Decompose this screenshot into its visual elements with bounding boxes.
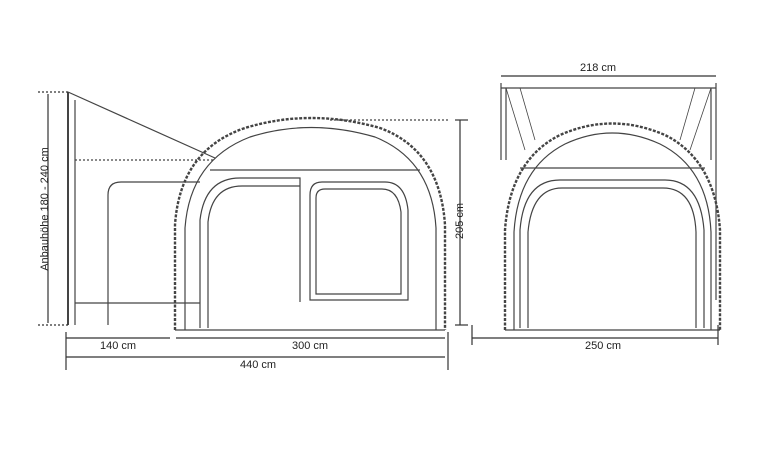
front-door	[519, 179, 705, 328]
awning-panel	[107, 181, 200, 325]
top-width-label: 218 cm	[580, 62, 617, 74]
tent-width-label: 300 cm	[292, 340, 329, 352]
dome-frame	[173, 116, 447, 330]
dome-inner	[184, 126, 437, 330]
window	[309, 181, 409, 301]
awning-roof	[67, 91, 216, 159]
dimension-lines	[38, 91, 468, 370]
mounting-height-label: Anbauhöhe 180 - 240 cm	[39, 147, 51, 271]
awning-width-label: 140 cm	[100, 340, 137, 352]
front-view	[500, 83, 722, 331]
side-view	[67, 91, 450, 331]
front-dome-frame	[503, 122, 722, 330]
door	[199, 177, 301, 328]
base-width-label: 250 cm	[585, 340, 622, 352]
tent-height-label: 205 cm	[454, 202, 466, 240]
total-width-label: 440 cm	[240, 359, 277, 371]
